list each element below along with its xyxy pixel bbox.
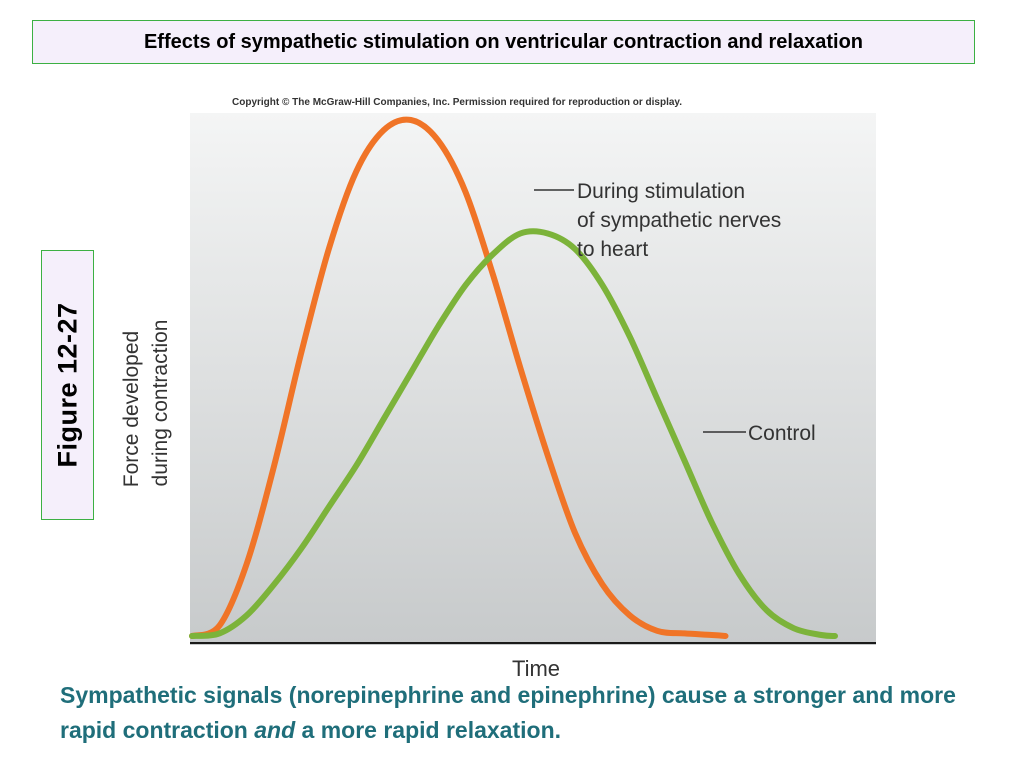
- y-axis-label-line-2: during contraction: [149, 320, 172, 487]
- stimulation-label-line-3: to heart: [577, 238, 648, 261]
- caption-part-2: a more rapid relaxation.: [295, 717, 562, 743]
- control-curve: [189, 228, 838, 639]
- control-label: Control: [748, 422, 816, 445]
- stimulation-label-line-1: During stimulation: [577, 180, 745, 203]
- stimulation-label-line-2: of sympathetic nerves: [577, 209, 781, 232]
- x-axis-label: Time: [512, 656, 560, 681]
- caption-part-1: Sympathetic signals (norepinephrine and …: [60, 682, 956, 743]
- copyright-notice: Copyright © The McGraw-Hill Companies, I…: [232, 97, 683, 108]
- slide-title-box: Effects of sympathetic stimulation on ve…: [32, 20, 975, 64]
- y-axis-label-line-1: Force developed: [120, 331, 143, 487]
- slide-title: Effects of sympathetic stimulation on ve…: [143, 30, 864, 53]
- series-layer: [189, 116, 838, 639]
- stimulation-curve: [189, 116, 729, 639]
- caption-emphasis: and: [254, 717, 296, 743]
- figure-label-box: Figure 12-27: [41, 250, 94, 520]
- slide-caption: Sympathetic signals (norepinephrine and …: [60, 678, 1000, 748]
- plot-background: [190, 113, 876, 645]
